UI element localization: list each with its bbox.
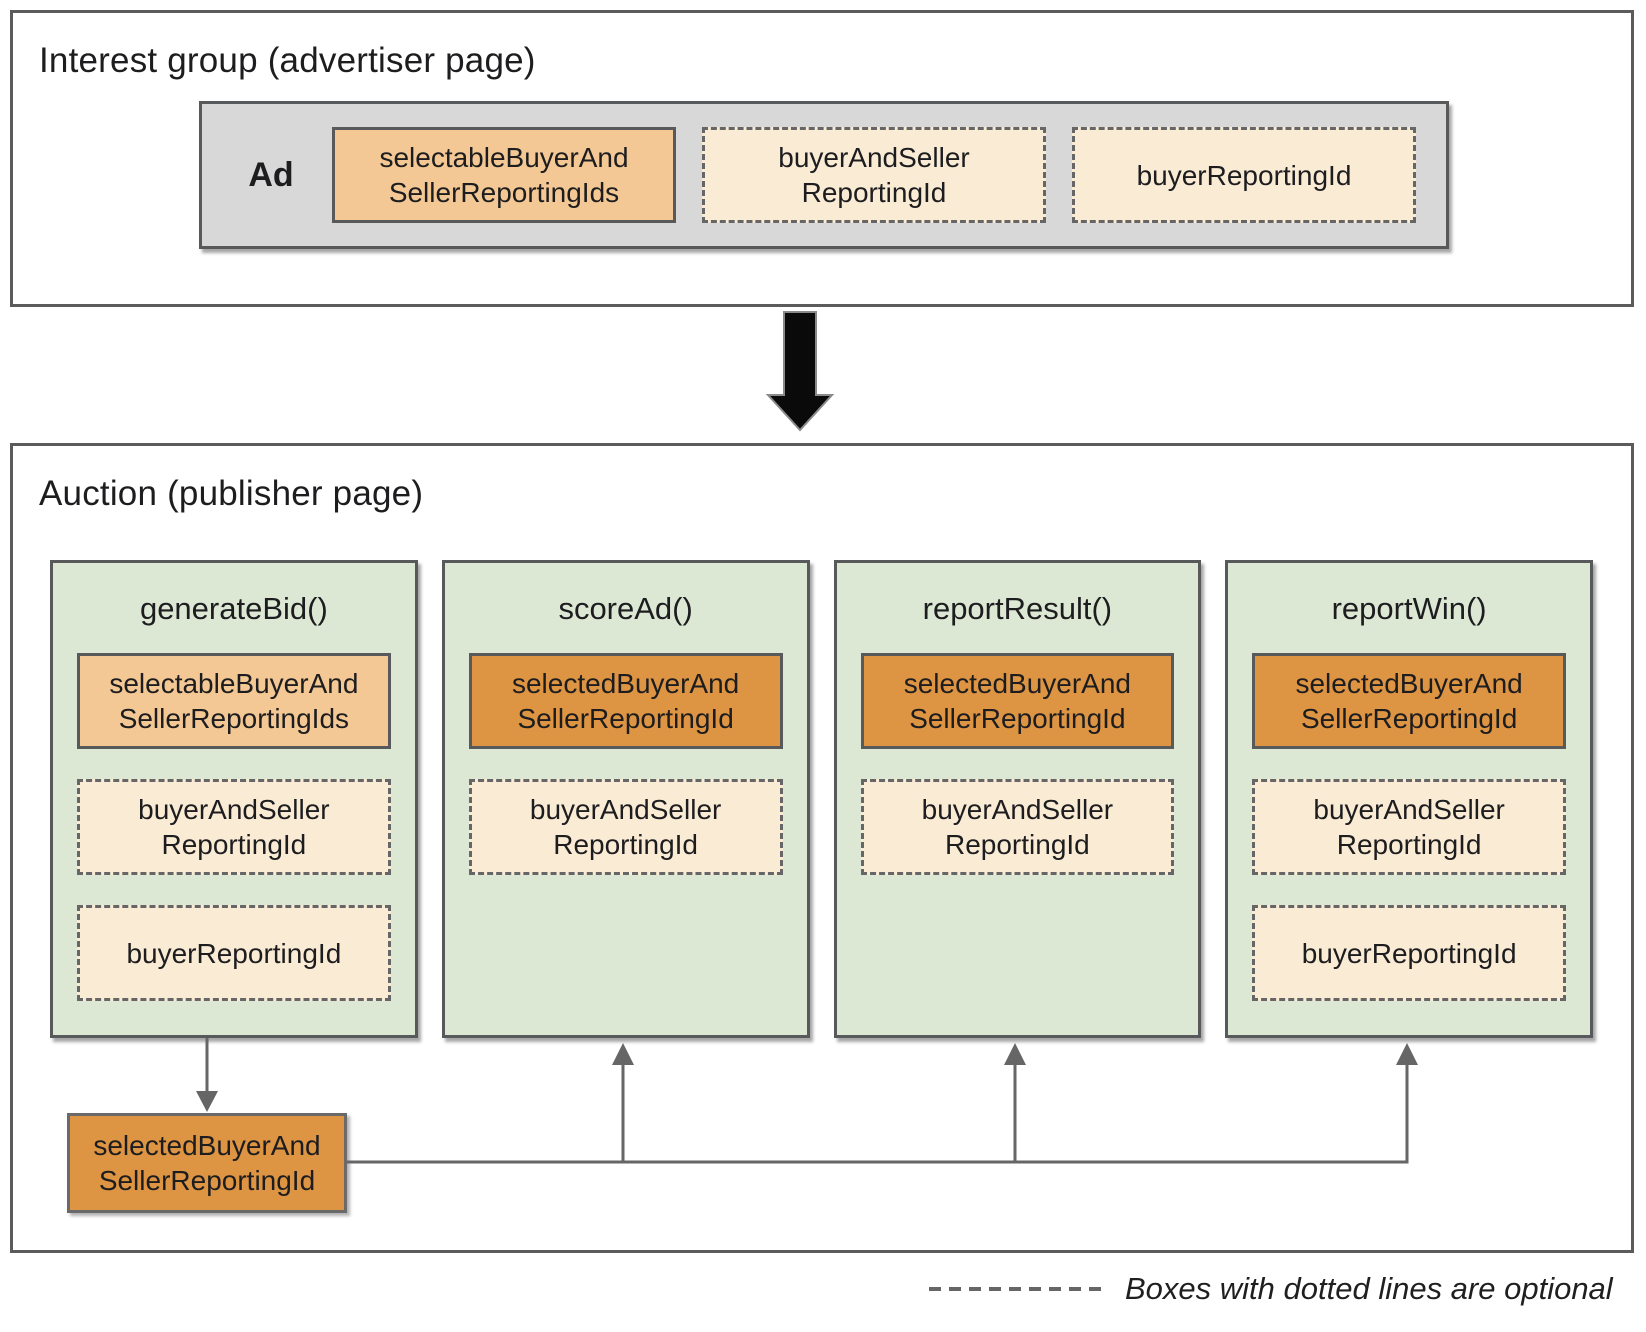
generatebid-box-buyer-and-seller-reporting-id: buyerAndSeller ReportingId: [77, 779, 391, 875]
generatebid-box-buyer-reporting-id: buyerReportingId: [77, 905, 391, 1001]
column-reportwin: reportWin() selectedBuyerAnd SellerRepor…: [1225, 560, 1593, 1038]
box-label: buyerReportingId: [126, 937, 342, 969]
flow-down-arrow-icon: [765, 311, 835, 432]
scoread-box-buyer-and-seller-reporting-id: buyerAndSeller ReportingId: [468, 779, 783, 875]
column-title: scoreAd(): [558, 591, 693, 626]
auction-title: Auction (publisher page): [39, 474, 424, 513]
ig-box-buyer-and-seller-reporting-id: buyerAndSeller ReportingId: [702, 127, 1046, 223]
generatebid-box-selectable-buyer-and-seller-reporting-ids: selectableBuyerAnd SellerReportingIds: [77, 653, 391, 749]
reportwin-box-buyer-reporting-id: buyerReportingId: [1252, 905, 1566, 1001]
selected-buyer-and-seller-reporting-id-output-box: selectedBuyerAnd SellerReportingId: [67, 1113, 347, 1213]
interest-group-title: Interest group (advertiser page): [39, 41, 536, 80]
column-generatebid: generateBid() selectableBuyerAnd SellerR…: [50, 560, 418, 1038]
ad-label: Ad: [248, 155, 294, 194]
box-label: selectedBuyerAnd SellerReportingId: [1295, 668, 1523, 734]
box-label: buyerAndSeller ReportingId: [1313, 794, 1505, 860]
box-label: buyerAndSeller ReportingId: [529, 794, 722, 860]
box-label: buyerReportingId: [1136, 159, 1352, 191]
box-label: selectableBuyerAnd SellerReportingIds: [109, 668, 359, 734]
interest-group-section: Interest group (advertiser page) Ad sele…: [10, 10, 1634, 307]
box-label: selectedBuyerAnd SellerReportingId: [903, 668, 1131, 734]
legend: Boxes with dotted lines are optional: [929, 1266, 1613, 1312]
box-label: buyerAndSeller ReportingId: [921, 794, 1114, 860]
reportresult-box-buyer-and-seller-reporting-id: buyerAndSeller ReportingId: [860, 779, 1175, 875]
scoread-box-selected-buyer-and-seller-reporting-id: selectedBuyerAnd SellerReportingId: [468, 653, 783, 749]
legend-text: Boxes with dotted lines are optional: [1125, 1271, 1613, 1306]
box-label: buyerAndSeller ReportingId: [138, 794, 330, 860]
ig-box-selectable-buyer-and-seller-reporting-ids: selectableBuyerAnd SellerReportingIds: [332, 127, 676, 223]
column-scoread: scoreAd() selectedBuyerAnd SellerReporti…: [441, 560, 810, 1038]
box-label: buyerAndSeller ReportingId: [778, 142, 970, 208]
box-label: selectedBuyerAnd SellerReportingId: [93, 1130, 321, 1196]
dashed-line-sample-icon: [929, 1287, 1101, 1291]
box-label: selectableBuyerAnd SellerReportingIds: [379, 142, 629, 208]
reportwin-box-selected-buyer-and-seller-reporting-id: selectedBuyerAnd SellerReportingId: [1252, 653, 1566, 749]
column-title: reportResult(): [922, 591, 1113, 626]
column-reportresult: reportResult() selectedBuyerAnd SellerRe…: [833, 560, 1202, 1038]
reportwin-box-buyer-and-seller-reporting-id: buyerAndSeller ReportingId: [1252, 779, 1566, 875]
reportresult-box-selected-buyer-and-seller-reporting-id: selectedBuyerAnd SellerReportingId: [860, 653, 1175, 749]
auction-columns: generateBid() selectableBuyerAnd SellerR…: [50, 560, 1593, 1038]
ig-box-buyer-reporting-id: buyerReportingId: [1072, 127, 1416, 223]
column-title: reportWin(): [1331, 591, 1487, 626]
ad-container: Ad selectableBuyerAnd SellerReportingIds…: [199, 101, 1449, 249]
box-label: buyerReportingId: [1301, 937, 1517, 969]
column-title: generateBid(): [139, 591, 328, 626]
box-label: selectedBuyerAnd SellerReportingId: [511, 668, 740, 734]
